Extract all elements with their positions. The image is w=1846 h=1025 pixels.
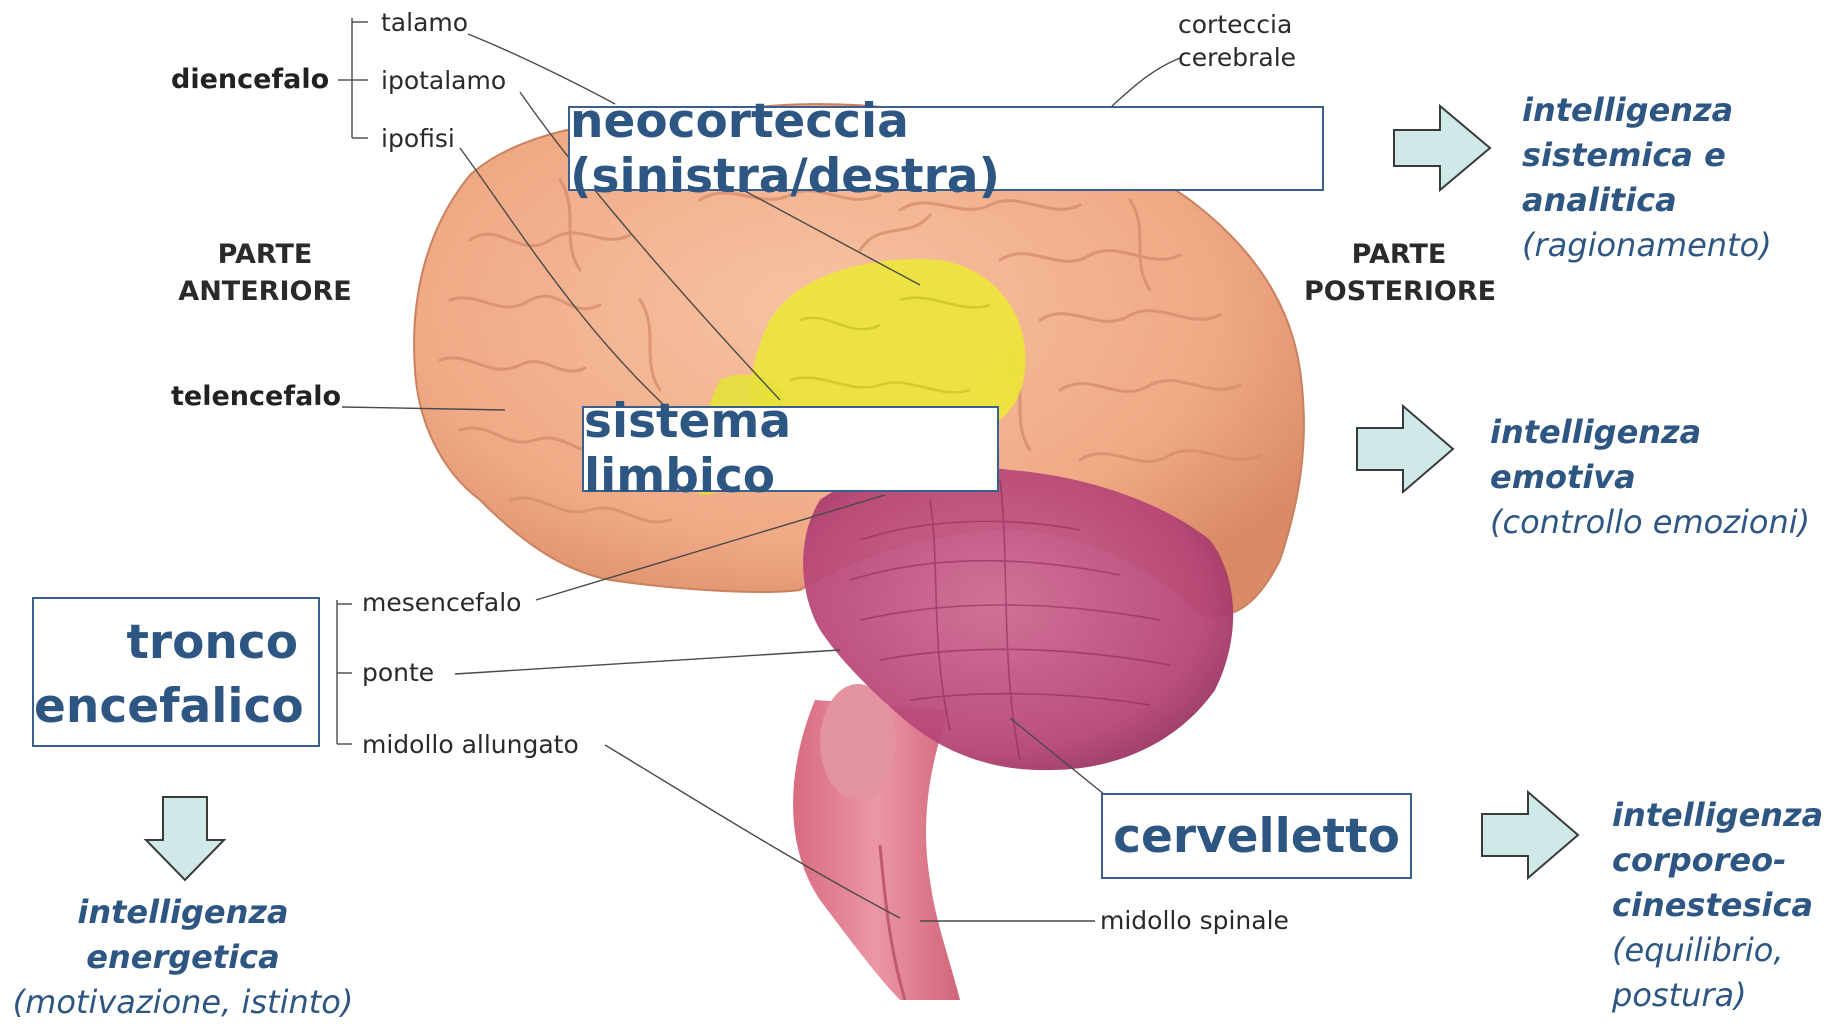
label-corteccia-line1: corteccia [1178,8,1296,41]
label-ponte: ponte [362,660,434,685]
arrow-right-1 [1394,106,1490,190]
neocorteccia-label: neocorteccia (sinistra/destra) [570,94,1322,204]
emotiva-line2: emotiva [1490,455,1810,500]
arrow-down [146,797,224,880]
label-corteccia-line2: cerebrale [1178,41,1296,74]
sistema-limbico-label: sistema limbico [584,394,997,504]
analitica-line1: intelligenza [1522,88,1772,133]
label-ipotalamo: ipotalamo [381,68,506,93]
cervelletto-box: cervelletto [1101,793,1412,879]
label-midollo-allungato: midollo allungato [362,732,579,757]
energetica-line2: energetica [8,935,358,980]
arrow-right-2 [1357,406,1453,492]
label-parte-posteriore: PARTE POSTERIORE [1304,236,1494,310]
intelligenza-emotiva-text: intelligenza emotiva (controllo emozioni… [1490,410,1810,545]
label-mesencefalo: mesencefalo [362,590,521,615]
intelligenza-energetica-text: intelligenza energetica (motivazione, is… [8,890,358,1025]
corporeo-line2: corporeo- [1612,838,1823,883]
emotiva-line3: (controllo emozioni) [1490,500,1810,545]
tronco-line2: encefalico [34,675,298,739]
label-diencefalo: diencefalo [171,66,329,93]
tronco-line1: tronco [34,611,298,675]
emotiva-line1: intelligenza [1490,410,1810,455]
tronco-encefalico-box: tronco encefalico [32,597,320,747]
intelligenza-corporeo-text: intelligenza corporeo- cinestesica (equi… [1612,793,1823,1018]
arrow-right-3 [1482,792,1578,878]
energetica-line1: intelligenza [8,890,358,935]
analitica-line3: analitica [1522,178,1772,223]
label-midollo-spinale: midollo spinale [1100,908,1289,933]
parte-anteriore-line2: ANTERIORE [175,273,355,310]
corporeo-line1: intelligenza [1612,793,1823,838]
cervelletto-label: cervelletto [1113,809,1400,864]
neocorteccia-box: neocorteccia (sinistra/destra) [568,106,1324,191]
label-corteccia-cerebrale: corteccia cerebrale [1178,8,1296,74]
label-parte-anteriore: PARTE ANTERIORE [175,236,355,310]
energetica-line3: (motivazione, istinto) [8,980,358,1025]
analitica-line2: sistemica e [1522,133,1772,178]
parte-posteriore-line2: POSTERIORE [1304,273,1494,310]
analitica-line4: (ragionamento) [1522,223,1772,268]
parte-anteriore-line1: PARTE [175,236,355,273]
sistema-limbico-box: sistema limbico [582,406,999,492]
parte-posteriore-line1: PARTE [1304,236,1494,273]
label-talamo: talamo [381,10,468,35]
label-ipofisi: ipofisi [381,126,455,151]
corporeo-line4: (equilibrio, [1612,928,1823,973]
intelligenza-analitica-text: intelligenza sistemica e analitica (ragi… [1522,88,1772,268]
corporeo-line3: cinestesica [1612,883,1823,928]
corporeo-line5: postura) [1612,973,1823,1018]
label-telencefalo: telencefalo [171,383,341,410]
